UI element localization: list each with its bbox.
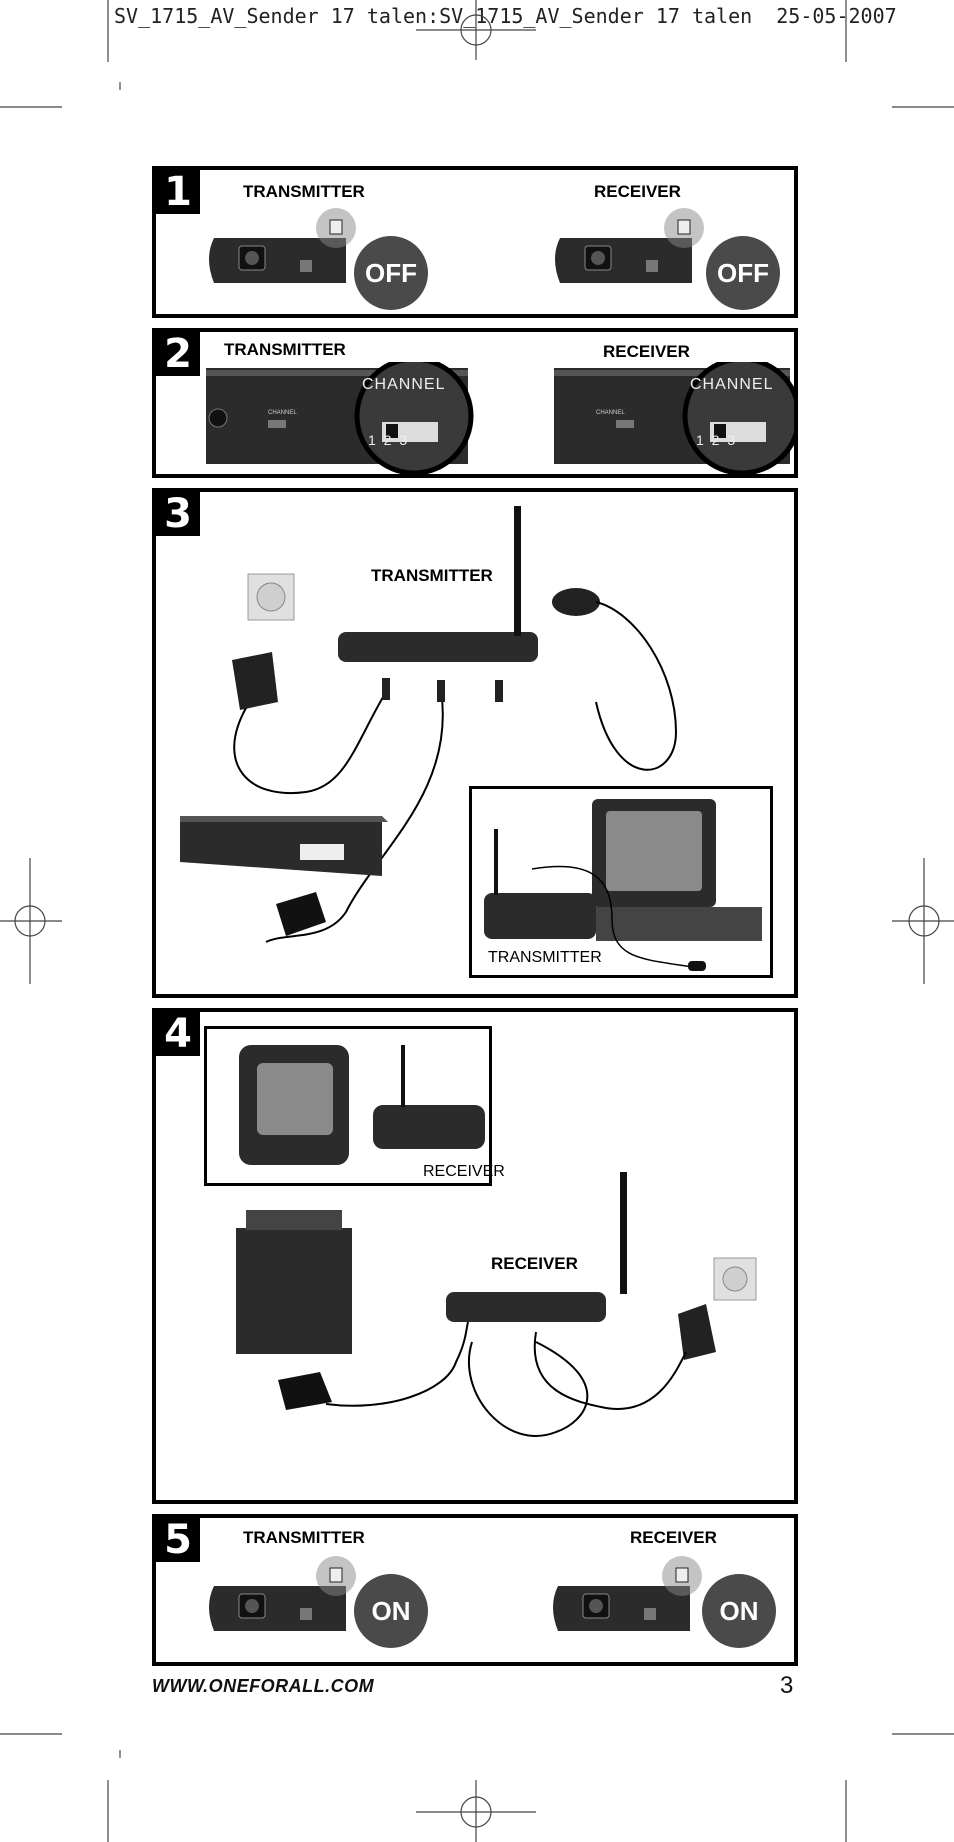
step-5-panel: 5 TRANSMITTER RECEIVER ON ON [152, 1514, 798, 1666]
small-channel-label: CHANNEL [596, 410, 625, 416]
step-number: 1 [156, 170, 200, 214]
receiver-connection-diagram [156, 1012, 796, 1502]
channel-label: CHANNEL [362, 376, 445, 394]
receiver-label: RECEIVER [594, 182, 681, 202]
inset-transmitter-tv: TRANSMITTER [469, 786, 773, 978]
transmitter-label: TRANSMITTER [224, 340, 346, 360]
power-switch-illustration [204, 1556, 784, 1664]
step-1-panel: 1 TRANSMITTER RECEIVER OFF OFF [152, 166, 798, 318]
transmitter-label: TRANSMITTER [243, 1528, 365, 1548]
power-switch-illustration [204, 208, 784, 316]
inset-transmitter-label: TRANSMITTER [488, 949, 602, 967]
channel-numbers: 1 2 3 [696, 432, 737, 448]
off-badge: OFF [354, 236, 428, 310]
receiver-label: RECEIVER [603, 342, 690, 362]
website-url: WWW.ONEFORALL.COM [152, 1676, 374, 1697]
step-number: 5 [156, 1518, 200, 1562]
receiver-label: RECEIVER [630, 1528, 717, 1548]
step-3-panel: 3 TRANSMITTER [152, 488, 798, 998]
off-badge: OFF [706, 236, 780, 310]
tv-transmitter-illustration [472, 789, 770, 975]
page-number: 3 [780, 1672, 793, 1700]
step-number: 2 [156, 332, 200, 376]
channel-numbers: 1 2 3 [368, 432, 409, 448]
small-channel-label: CHANNEL [268, 410, 297, 416]
step-2-panel: 2 TRANSMITTER RECEIVER CHANNEL 1 2 3 CHA… [152, 328, 798, 478]
on-badge: ON [702, 1574, 776, 1648]
step-4-panel: 4 RECEIVER RECEIVER [152, 1008, 798, 1504]
on-badge: ON [354, 1574, 428, 1648]
transmitter-label: TRANSMITTER [243, 182, 365, 202]
channel-label: CHANNEL [690, 376, 773, 394]
